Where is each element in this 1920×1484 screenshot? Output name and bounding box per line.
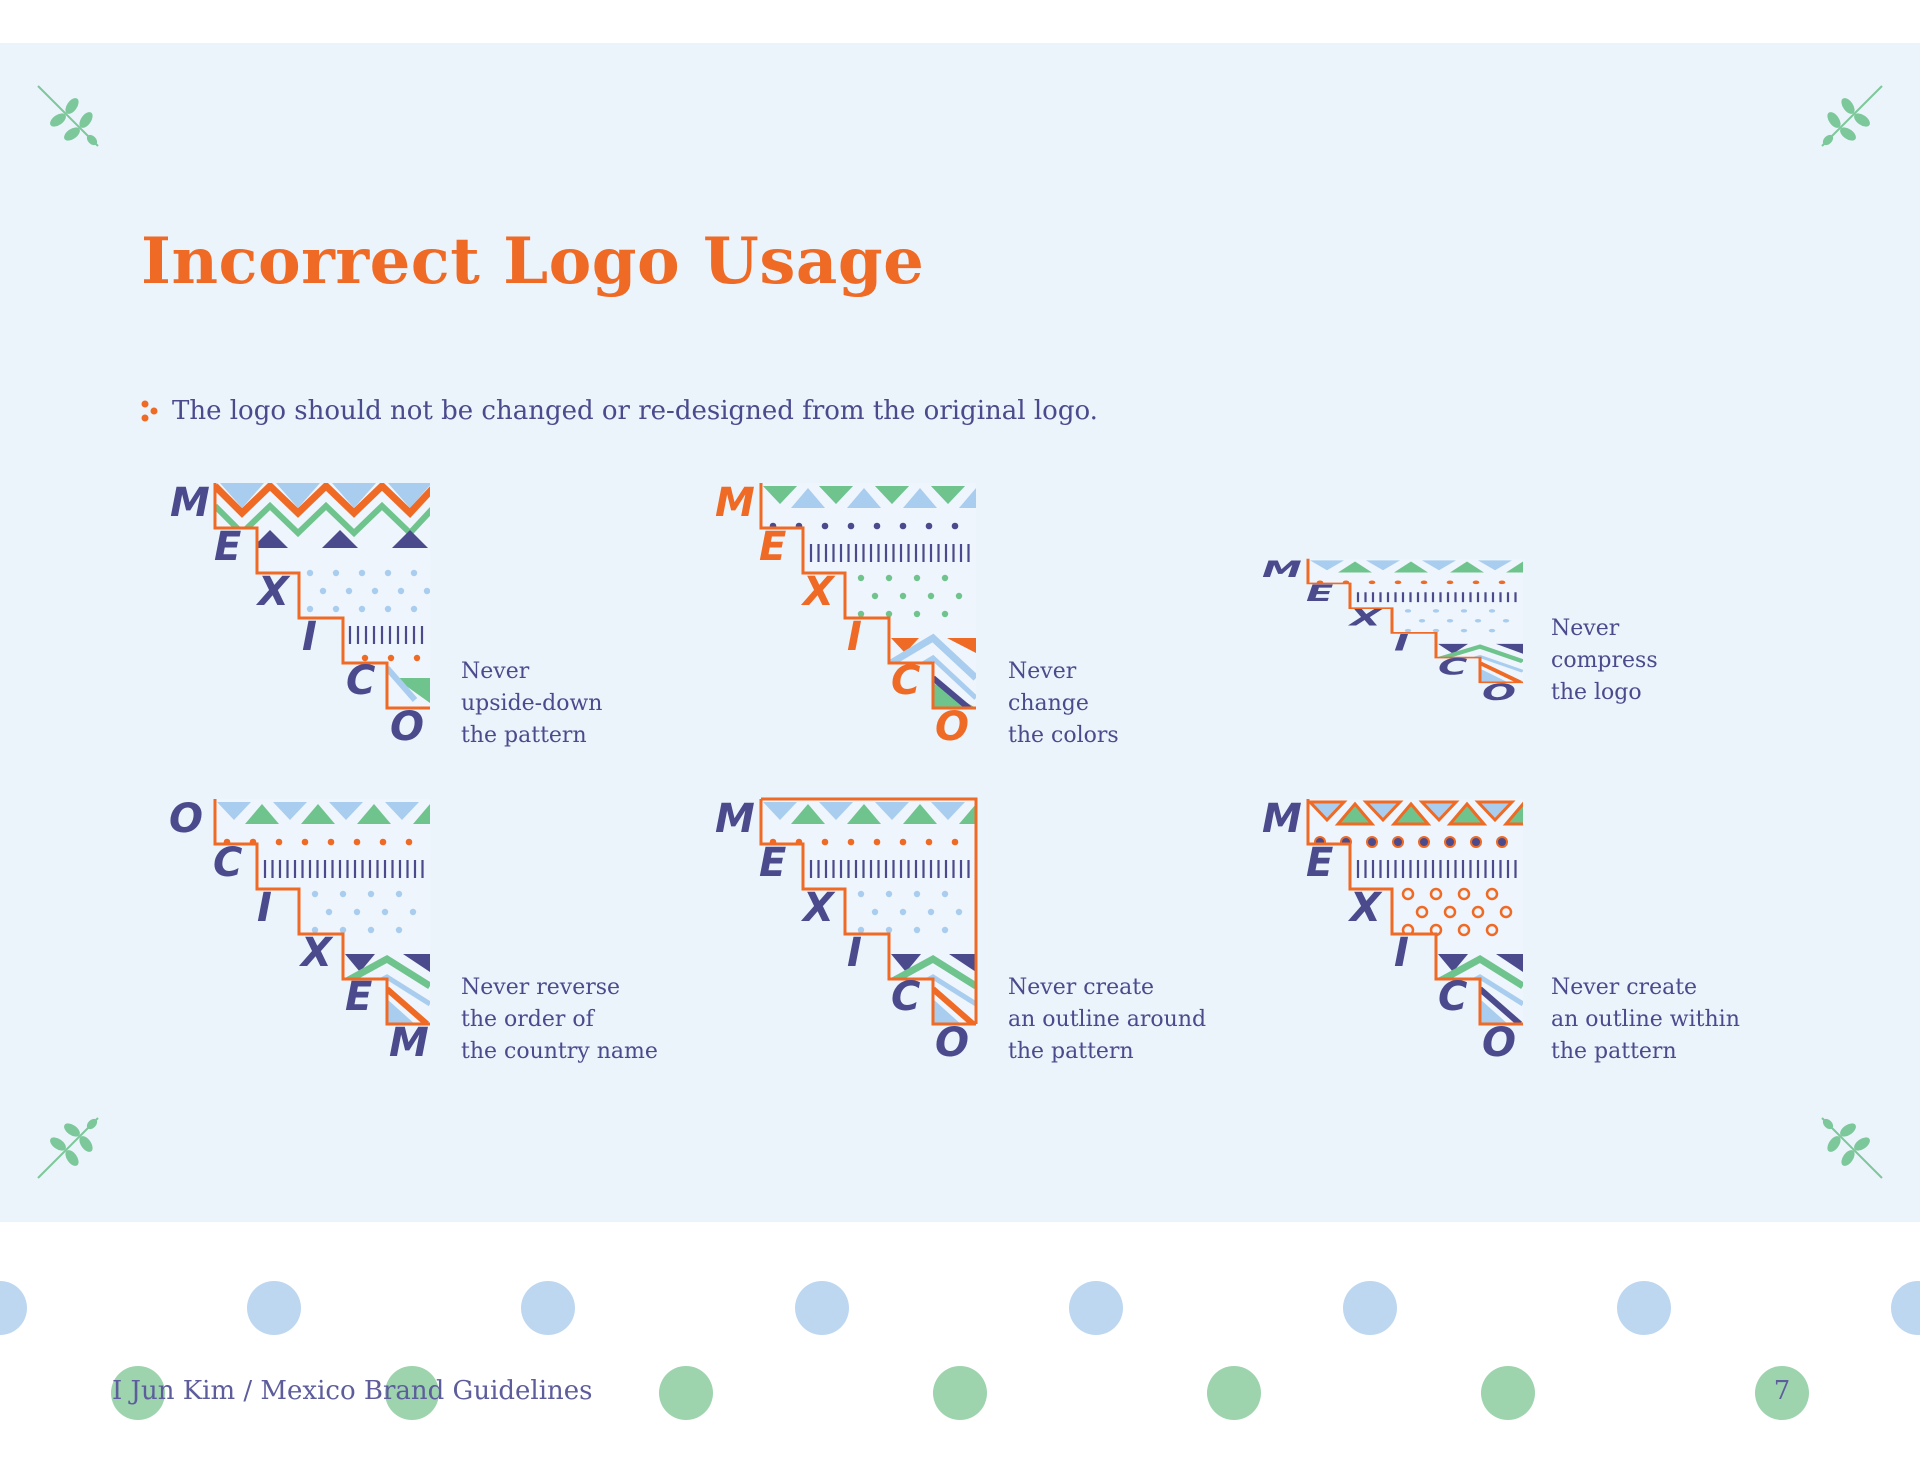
- decorative-dot: [933, 1366, 987, 1420]
- logo-letter: M: [389, 1020, 429, 1066]
- leaf-sprig-icon: [37, 85, 99, 147]
- bullet-dots-icon: [141, 400, 158, 422]
- logo-letter: O: [390, 704, 424, 750]
- intro-line: The logo should not be changed or re-des…: [140, 394, 1098, 428]
- logo-letter: C: [891, 974, 920, 1020]
- logo-letter: I: [1394, 930, 1409, 976]
- logo-letter: C: [891, 658, 920, 704]
- decorative-dot: [247, 1281, 301, 1335]
- logo-letter: M: [1262, 796, 1302, 842]
- decorative-dot: [1755, 1366, 1809, 1420]
- page-number: 7: [1773, 1376, 1791, 1406]
- logo-letter: X: [255, 569, 291, 615]
- caption-outline-within: Never create an outline within the patte…: [1551, 975, 1740, 1064]
- logo-letter: M: [170, 480, 210, 526]
- logo-letter: I: [847, 614, 862, 660]
- caption-reverse-order: Never reverse the order of the country n…: [461, 975, 658, 1064]
- footer-credit: I Jun Kim / Mexico Brand Guidelines: [112, 1376, 593, 1406]
- logo-letter: X: [298, 930, 334, 976]
- logo-letter: E: [759, 524, 786, 570]
- logo-letter: I: [847, 930, 862, 976]
- decorative-dot: [1069, 1281, 1123, 1335]
- logo-letter: M: [715, 796, 755, 842]
- logo-letter: O: [169, 796, 203, 842]
- logo-letter: E: [345, 974, 372, 1020]
- decorative-dot: [1343, 1281, 1397, 1335]
- logo-letter: C: [1438, 654, 1468, 680]
- leaf-sprig-icon: [1821, 1117, 1883, 1179]
- intro-text: The logo should not be changed or re-des…: [172, 396, 1098, 426]
- logo-letter: C: [1438, 974, 1467, 1020]
- caption-upside-down: Never upside-down the pattern: [461, 659, 603, 748]
- caption-change-colors: Never change the colors: [1008, 659, 1119, 748]
- logo-letter: X: [800, 569, 836, 615]
- logo-letter: E: [1306, 581, 1333, 607]
- logo-letter: O: [1482, 1020, 1516, 1066]
- logo-letter: E: [759, 840, 786, 886]
- logo-letter: O: [1482, 679, 1516, 705]
- logo-letter: C: [213, 840, 242, 886]
- caption-compress: Never compress the logo: [1551, 616, 1658, 705]
- leaf-sprig-icon: [1821, 85, 1883, 147]
- logo-letter: O: [935, 1020, 969, 1066]
- decorative-dot: [521, 1281, 575, 1335]
- logo-letter: O: [935, 704, 969, 750]
- decorative-dot: [659, 1366, 713, 1420]
- decorative-dot: [0, 1281, 27, 1335]
- page-title: Incorrect Logo Usage: [141, 224, 925, 299]
- logo-letter: X: [1347, 885, 1383, 931]
- logo-letter: E: [1306, 840, 1333, 886]
- logo-letter: X: [1348, 605, 1384, 631]
- logo-letter: E: [214, 524, 241, 570]
- logo-letter: I: [1394, 630, 1409, 656]
- decorative-dot: [1481, 1366, 1535, 1420]
- logo-letter: X: [800, 885, 836, 931]
- decorative-dot: [1891, 1281, 1920, 1335]
- logo-letter: C: [346, 658, 375, 704]
- decorative-dot: [1617, 1281, 1671, 1335]
- decorative-dot: [1207, 1366, 1261, 1420]
- logo-letter: M: [1262, 556, 1302, 582]
- logo-letter: M: [715, 480, 755, 526]
- decorative-dot: [795, 1281, 849, 1335]
- decorative-dot: [111, 1366, 165, 1420]
- logo-letter: I: [302, 614, 317, 660]
- caption-outline-around: Never create an outline around the patte…: [1008, 975, 1207, 1064]
- logo-letter: I: [257, 885, 272, 931]
- leaf-sprig-icon: [37, 1117, 99, 1179]
- decorative-dot: [385, 1366, 439, 1420]
